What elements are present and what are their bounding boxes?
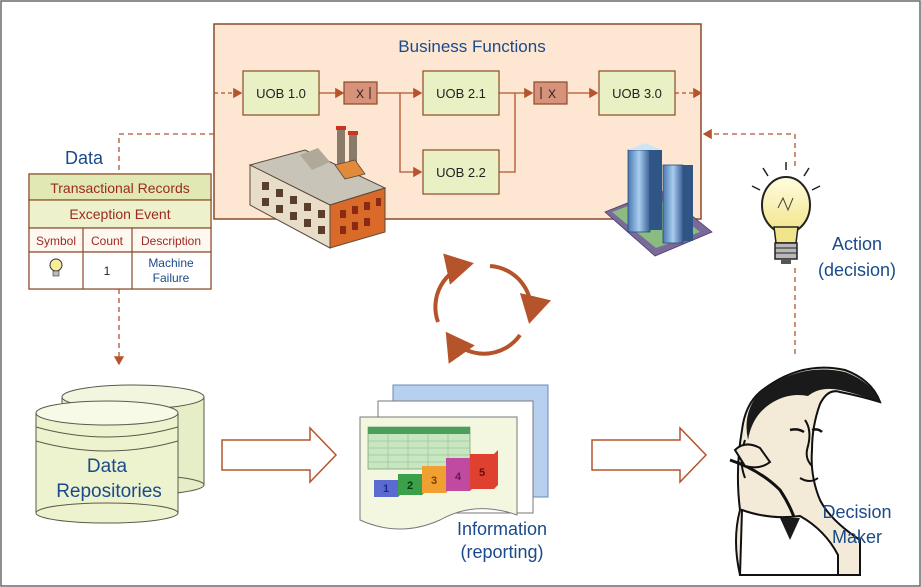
report-bar-5: 5 [479,467,485,479]
table-header-count: Count [91,234,124,248]
information-label-2: (reporting) [460,542,543,562]
information-label-1: Information [457,519,547,539]
gate-2-label: X [548,87,556,101]
action-lightbulb-icon [751,162,821,264]
decision-maker-label-1: Decision [822,502,891,522]
decision-maker-portrait [729,366,882,576]
office-towers-icon [604,143,713,257]
gate-2: X [533,81,568,105]
transactional-records-table: Transactional Records Exception Event Sy… [28,173,212,290]
table-row-description-1: Machine [148,256,194,270]
action-feedback-connector [702,128,796,354]
table-row-description-2: Failure [153,271,190,285]
uob-2-2-box: UOB 2.2 [422,149,500,195]
repositories-label-1: Data [87,456,128,477]
table-row-count: 1 [104,264,111,278]
report-bar-2: 2 [407,480,413,492]
cycle-icon [433,253,552,364]
factory-icon [248,126,387,249]
report-bar-1: 1 [383,483,389,495]
uob-1-0-box: UOB 1.0 [242,70,320,116]
report-bar-4: 4 [455,471,462,483]
gate-1-label: X [356,87,364,101]
repositories-label-2: Repositories [56,481,162,502]
uob-2-1-label: UOB 2.1 [436,86,486,101]
arrow-repositories-to-information [221,426,338,484]
table-title: Transactional Records [50,180,190,196]
gate-1: X [343,81,378,105]
data-feedback-connector [113,133,214,366]
uob-2-2-label: UOB 2.2 [436,165,486,180]
action-label-2: (decision) [818,260,896,280]
data-repositories-icon [35,384,205,524]
table-subtitle: Exception Event [69,206,170,222]
business-functions-title: Business Functions [398,37,545,56]
uob-1-0-label: UOB 1.0 [256,86,306,101]
table-header-symbol: Symbol [36,234,76,248]
uob-3-0-box: UOB 3.0 [598,70,676,116]
lightbulb-icon [49,258,63,277]
table-header-description: Description [141,234,201,248]
data-label: Data [65,148,104,168]
process-flow [214,87,703,178]
uob-2-1-box: UOB 2.1 [422,70,500,116]
arrow-information-to-decision-maker [591,426,708,484]
report-stack-icon: 1 2 3 4 5 [359,384,549,530]
decision-maker-label-2: Maker [832,527,882,547]
uob-3-0-label: UOB 3.0 [612,86,662,101]
action-label-1: Action [832,234,882,254]
report-bar-3: 3 [431,475,437,487]
